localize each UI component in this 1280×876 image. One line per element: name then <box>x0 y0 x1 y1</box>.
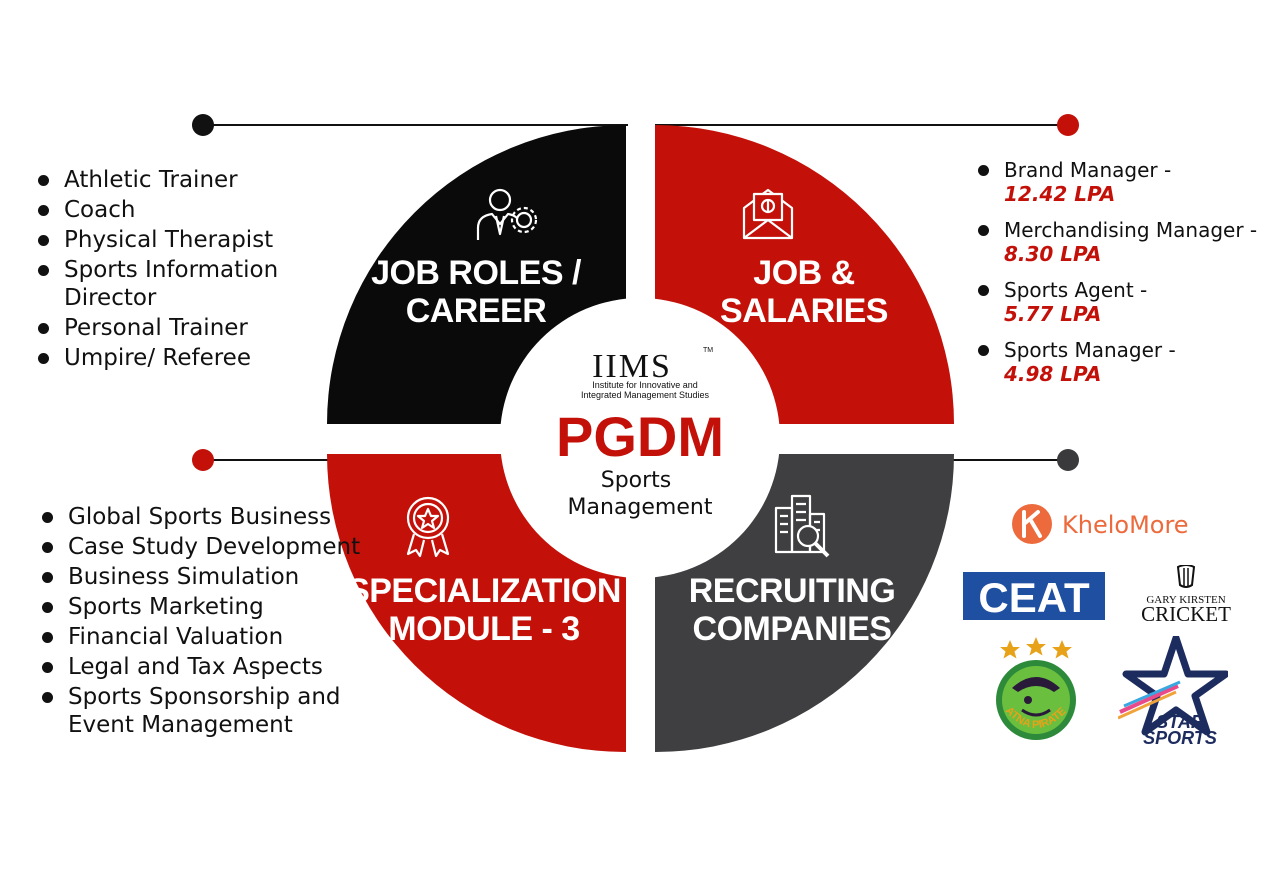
list-item: Global Sports Business <box>42 503 402 531</box>
job-roles-list: Athletic Trainer Coach Physical Therapis… <box>38 166 338 374</box>
connector-dot-salaries <box>1057 114 1079 136</box>
gary-kirsten-text: GARY KIRSTEN <box>1146 594 1225 606</box>
ceat-logo: CEAT <box>963 572 1105 620</box>
list-item: Umpire/ Referee <box>38 344 338 372</box>
list-item: Sports Marketing <box>42 593 402 621</box>
list-item: Sports Sponsorship and Event Management <box>42 683 402 739</box>
list-item: Physical Therapist <box>38 226 338 254</box>
cricket-ball-icon <box>1176 565 1196 588</box>
list-item: Brand Manager - 12.42 LPA <box>978 158 1258 206</box>
salary-value: 12.42 LPA <box>1004 182 1116 206</box>
center-circle <box>500 298 780 578</box>
center-program: PGDM <box>556 405 724 468</box>
center-tagline-2: Integrated Management Studies <box>581 390 710 400</box>
quadrant-title-recruiting-1: RECRUITING <box>689 572 896 610</box>
salary-role: Sports Manager - <box>1004 338 1176 362</box>
gary-kirsten-cricket-logo: GARY KIRSTEN CRICKET <box>1141 565 1231 625</box>
quadrant-title-recruiting-2: COMPANIES <box>693 610 892 648</box>
list-item: Case Study Development <box>42 533 402 561</box>
quadrant-title-job-roles-2: CAREER <box>406 292 547 330</box>
list-item: Legal and Tax Aspects <box>42 653 402 681</box>
list-item: Merchandising Manager - 8.30 LPA <box>978 218 1258 266</box>
quadrant-title-salaries-1: JOB & <box>753 254 854 292</box>
connector-dot-job-roles <box>192 114 214 136</box>
center-subtitle-1: Sports <box>601 468 672 493</box>
specialization-module-list: Global Sports Business Case Study Develo… <box>42 503 402 741</box>
list-item: Sports Information Director <box>38 256 338 312</box>
connector-dot-recruiting <box>1057 449 1079 471</box>
list-item: Sports Manager - 4.98 LPA <box>978 338 1258 386</box>
salaries-list: Brand Manager - 12.42 LPA Merchandising … <box>978 158 1258 398</box>
ceat-wordmark: CEAT <box>978 574 1090 620</box>
salary-role: Sports Agent - <box>1004 278 1148 302</box>
salary-role: Brand Manager - <box>1004 158 1172 182</box>
list-item: Personal Trainer <box>38 314 338 342</box>
list-item: Athletic Trainer <box>38 166 338 194</box>
quadrant-title-job-roles-1: JOB ROLES / <box>371 254 582 292</box>
quadrant-title-specialization-2: MODULE - 3 <box>388 610 579 648</box>
quadrant-title-specialization-1: SPECIALIZATION <box>347 572 621 610</box>
star-icon <box>1122 636 1228 736</box>
award-badge-icon <box>406 496 450 558</box>
quadrant-title-salaries-2: SALARIES <box>720 292 888 330</box>
salary-value: 8.30 LPA <box>1004 242 1102 266</box>
center-brand-tm: TM <box>703 347 713 354</box>
list-item: Sports Agent - 5.77 LPA <box>978 278 1258 326</box>
center-tagline-1: Institute for Innovative and <box>592 380 698 390</box>
sports-text: SPORTS <box>1143 728 1217 748</box>
connector-dot-specialization <box>192 449 214 471</box>
star-sports-logo: STAR SPORTS <box>1118 636 1228 748</box>
money-envelope-icon <box>742 188 794 240</box>
star-icon <box>1000 637 1072 659</box>
list-item: Coach <box>38 196 338 224</box>
khelomore-logo: KheloMore <box>1012 504 1189 544</box>
center-brand: IIMS <box>592 348 672 385</box>
list-item: Business Simulation <box>42 563 402 591</box>
list-item: Financial Valuation <box>42 623 402 651</box>
salary-value: 4.98 LPA <box>1004 362 1102 386</box>
star-text: STAR <box>1156 712 1204 732</box>
building-search-icon <box>774 494 830 558</box>
salary-role: Merchandising Manager - <box>1004 218 1258 242</box>
khelomore-wordmark: KheloMore <box>1062 511 1189 539</box>
center-subtitle-2: Management <box>568 495 713 520</box>
businessman-gear-icon <box>476 188 538 240</box>
cricket-text: CRICKET <box>1141 602 1231 625</box>
salary-value: 5.77 LPA <box>1004 302 1102 326</box>
